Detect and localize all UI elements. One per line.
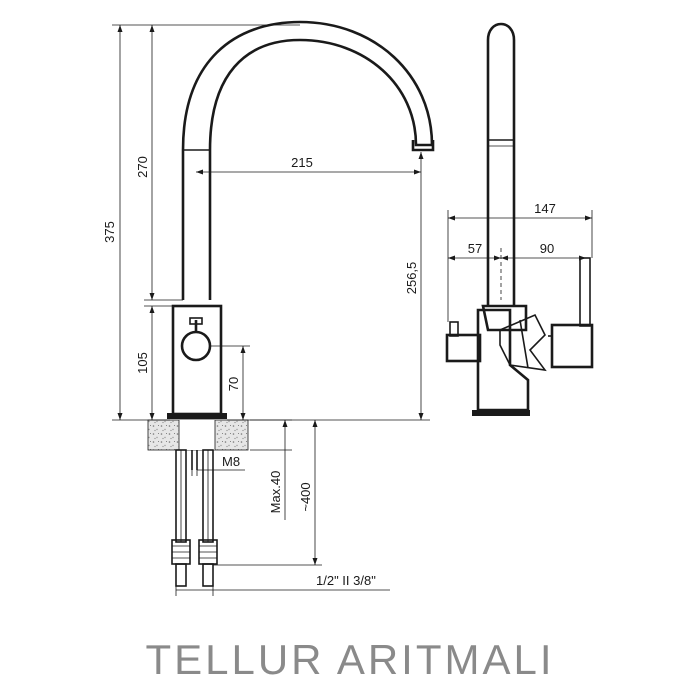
lever-knob <box>180 330 212 362</box>
dim-outlet-height: 256,5 <box>404 262 419 295</box>
supply-hoses <box>171 449 218 587</box>
dim-hose-length: ~400 <box>298 482 313 511</box>
dim-side-front: 57 <box>468 241 482 256</box>
dim-thread: M8 <box>222 454 240 469</box>
dim-body-height: 105 <box>135 352 150 374</box>
dim-total-height: 375 <box>102 221 117 243</box>
side-lever <box>550 323 594 369</box>
dim-spout-reach: 215 <box>291 155 313 170</box>
side-view <box>445 22 594 416</box>
front-view <box>112 20 435 596</box>
side-body <box>481 304 528 332</box>
dim-side-total-depth: 147 <box>534 201 556 216</box>
dim-spout-height: 270 <box>135 156 150 178</box>
product-title: TELLUR ARITMALI <box>145 636 555 683</box>
base-plate <box>167 413 227 419</box>
dim-lever-height: 70 <box>226 377 241 391</box>
side-spout <box>486 22 516 306</box>
side-base <box>472 410 530 416</box>
dim-connections: 1/2" II 3/8" <box>316 573 376 588</box>
dim-max-thickness: Max.40 <box>268 471 283 514</box>
dim-side-back: 90 <box>540 241 554 256</box>
